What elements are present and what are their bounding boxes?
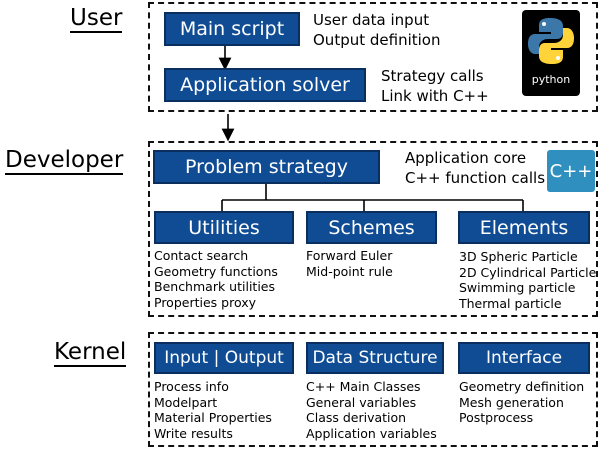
main-script-desc-line-1: User data input xyxy=(313,11,430,29)
data-structure-box: Data Structure xyxy=(306,342,444,374)
application-solver-box: Application solver xyxy=(164,68,366,102)
schemes-list: Forward Euler Mid-point rule xyxy=(306,248,393,279)
developer-layer-box xyxy=(148,141,598,317)
list-item: Application variables xyxy=(306,425,437,441)
list-item: 2D Cylindrical Particle xyxy=(459,264,597,280)
input-output-list: Process info Modelpart Material Properti… xyxy=(154,379,272,441)
interface-list: Geometry definition Mesh generation Post… xyxy=(459,379,584,426)
problem-strategy-description: Application core C++ function calls xyxy=(405,148,545,188)
list-item: Postprocess xyxy=(459,410,534,425)
list-item: General variables xyxy=(306,394,417,410)
list-item: Thermal particle xyxy=(459,295,562,311)
list-item: Class derivation xyxy=(306,410,407,425)
problem-strategy-desc-line-2: C++ function calls xyxy=(405,169,546,187)
python-snake-icon xyxy=(528,18,574,64)
main-script-desc-line-2: Output definition xyxy=(313,31,441,49)
python-logo: python xyxy=(522,10,580,96)
problem-strategy-box: Problem strategy xyxy=(153,150,380,184)
list-item: Modelpart xyxy=(154,394,218,410)
elements-box: Elements xyxy=(458,211,590,244)
list-item: Mid-point rule xyxy=(306,263,393,279)
kernel-layer-box xyxy=(148,332,598,447)
list-item: 3D Spheric Particle xyxy=(459,249,578,264)
app-solver-desc-line-2: Link with C++ xyxy=(381,87,489,105)
list-item: Forward Euler xyxy=(306,248,393,263)
utilities-box: Utilities xyxy=(154,211,294,244)
interface-box: Interface xyxy=(458,342,590,374)
input-output-box: Input | Output xyxy=(154,342,294,374)
data-structure-list: C++ Main Classes General variables Class… xyxy=(306,379,437,441)
user-layer-box xyxy=(148,2,598,112)
list-item: Geometry functions xyxy=(154,263,278,279)
list-item: Contact search xyxy=(154,248,249,263)
application-solver-description: Strategy calls Link with C++ xyxy=(381,66,489,106)
elements-list: 3D Spheric Particle 2D Cylindrical Parti… xyxy=(459,249,596,311)
list-item: Mesh generation xyxy=(459,394,564,410)
main-script-box: Main script xyxy=(164,12,300,46)
list-item: C++ Main Classes xyxy=(306,379,421,394)
list-item: Swimming particle xyxy=(459,280,576,295)
problem-strategy-desc-line-1: Application core xyxy=(405,149,527,167)
schemes-box: Schemes xyxy=(306,211,437,244)
utilities-list: Contact search Geometry functions Benchm… xyxy=(154,248,278,310)
list-item: Properties proxy xyxy=(154,294,257,310)
app-solver-desc-line-1: Strategy calls xyxy=(381,67,484,85)
layer-label-developer: Developer xyxy=(5,147,124,175)
python-logo-text: python xyxy=(531,73,571,86)
list-item: Material Properties xyxy=(154,410,272,425)
layer-label-kernel: Kernel xyxy=(54,339,127,367)
layer-label-user: User xyxy=(70,5,123,33)
cpp-logo: C++ xyxy=(547,150,595,192)
list-item: Geometry definition xyxy=(459,379,585,394)
main-script-description: User data input Output definition xyxy=(313,10,440,50)
list-item: Write results xyxy=(154,425,233,441)
list-item: Benchmark utilities xyxy=(154,279,275,294)
list-item: Process info xyxy=(154,379,229,394)
